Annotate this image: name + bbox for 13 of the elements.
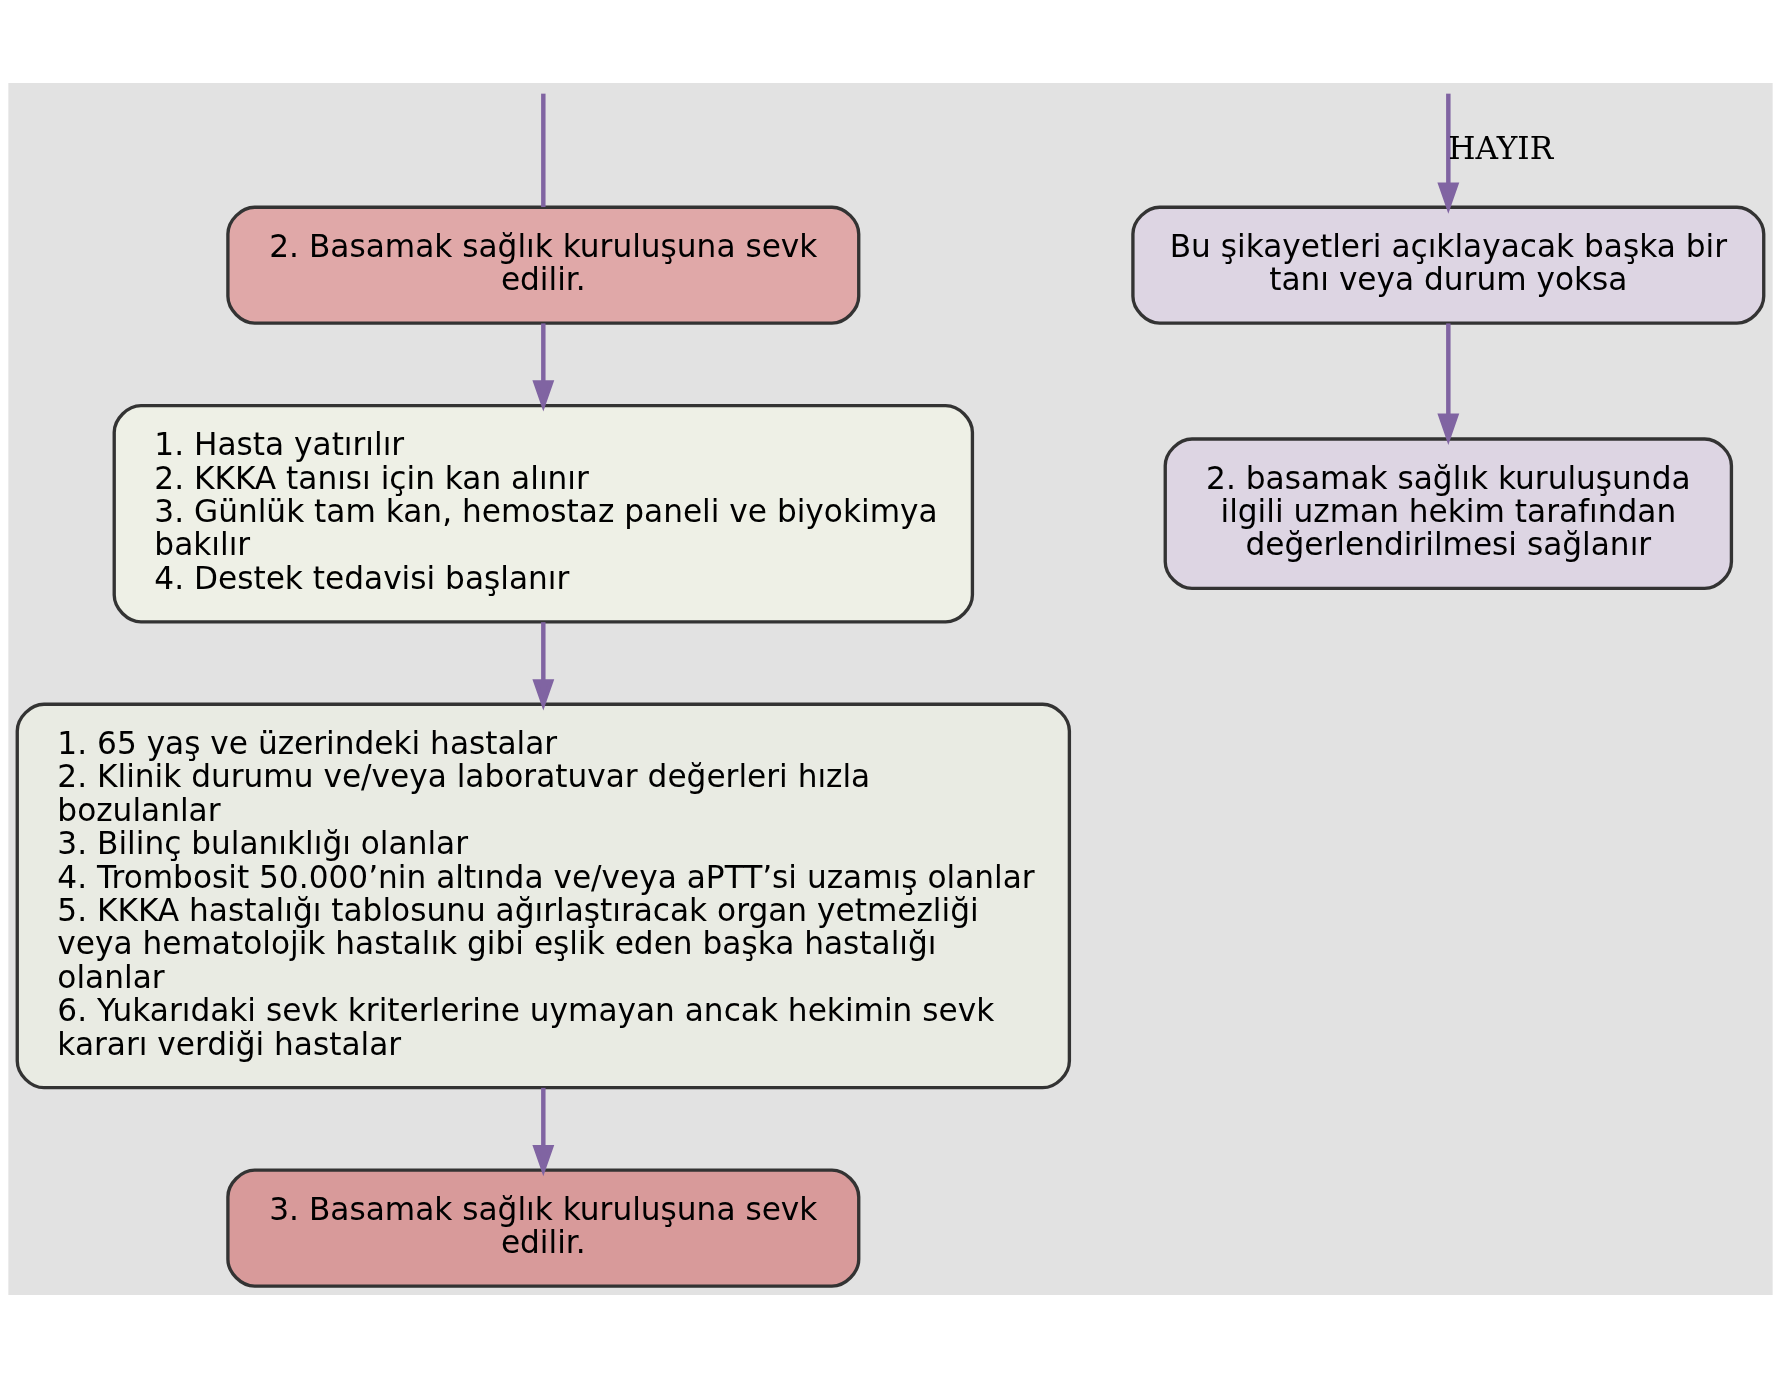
arrow bbox=[532, 322, 555, 412]
connector bbox=[541, 93, 546, 207]
arrow bbox=[532, 1087, 555, 1176]
arrow bbox=[532, 621, 555, 711]
node-box: 2. Basamak sağlık kuruluşuna sevk edilir. bbox=[226, 205, 861, 325]
arrow bbox=[1437, 93, 1460, 214]
node-box: 1. 65 yaş ve üzerindeki hastalar 2. Klinik durumu ve/veya laboratuvar değerleri hızla bozulanlar 3. Bilinç bulanıklığı olanlar 4. Trombosit 50.000’nin altında ve/veya aPTT’si uzamış olanlar 5. KKKA hastalığı tablosunu ağırlaştıracak organ yetmezliği veya hematolojik hastalık gibi eşlik eden başka hastalığı olanlar 6. Yukarıdaki sevk kriterlerine uymayan ancak hekimin sevk kararı verdiği hastalar bbox=[15, 702, 1072, 1089]
node-box: 3. Basamak sağlık kuruluşuna sevk edilir. bbox=[226, 1168, 861, 1288]
node-box: 1. Hasta yatırılır 2. KKKA tanısı için kan alınır 3. Günlük tam kan, hemostaz paneli ve biyokimya bakılır 4. Destek tedavisi başlanır bbox=[112, 403, 975, 623]
node-box: 2. basamak sağlık kuruluşunda ilgili uzman hekim tarafından değerlendirilmesi sağlanır bbox=[1163, 436, 1734, 590]
arrow bbox=[1437, 322, 1460, 445]
edge-label: HAYIR bbox=[1448, 129, 1554, 166]
node-box: Bu şikayetleri açıklayacak başka bir tanı veya durum yoksa bbox=[1131, 205, 1766, 325]
